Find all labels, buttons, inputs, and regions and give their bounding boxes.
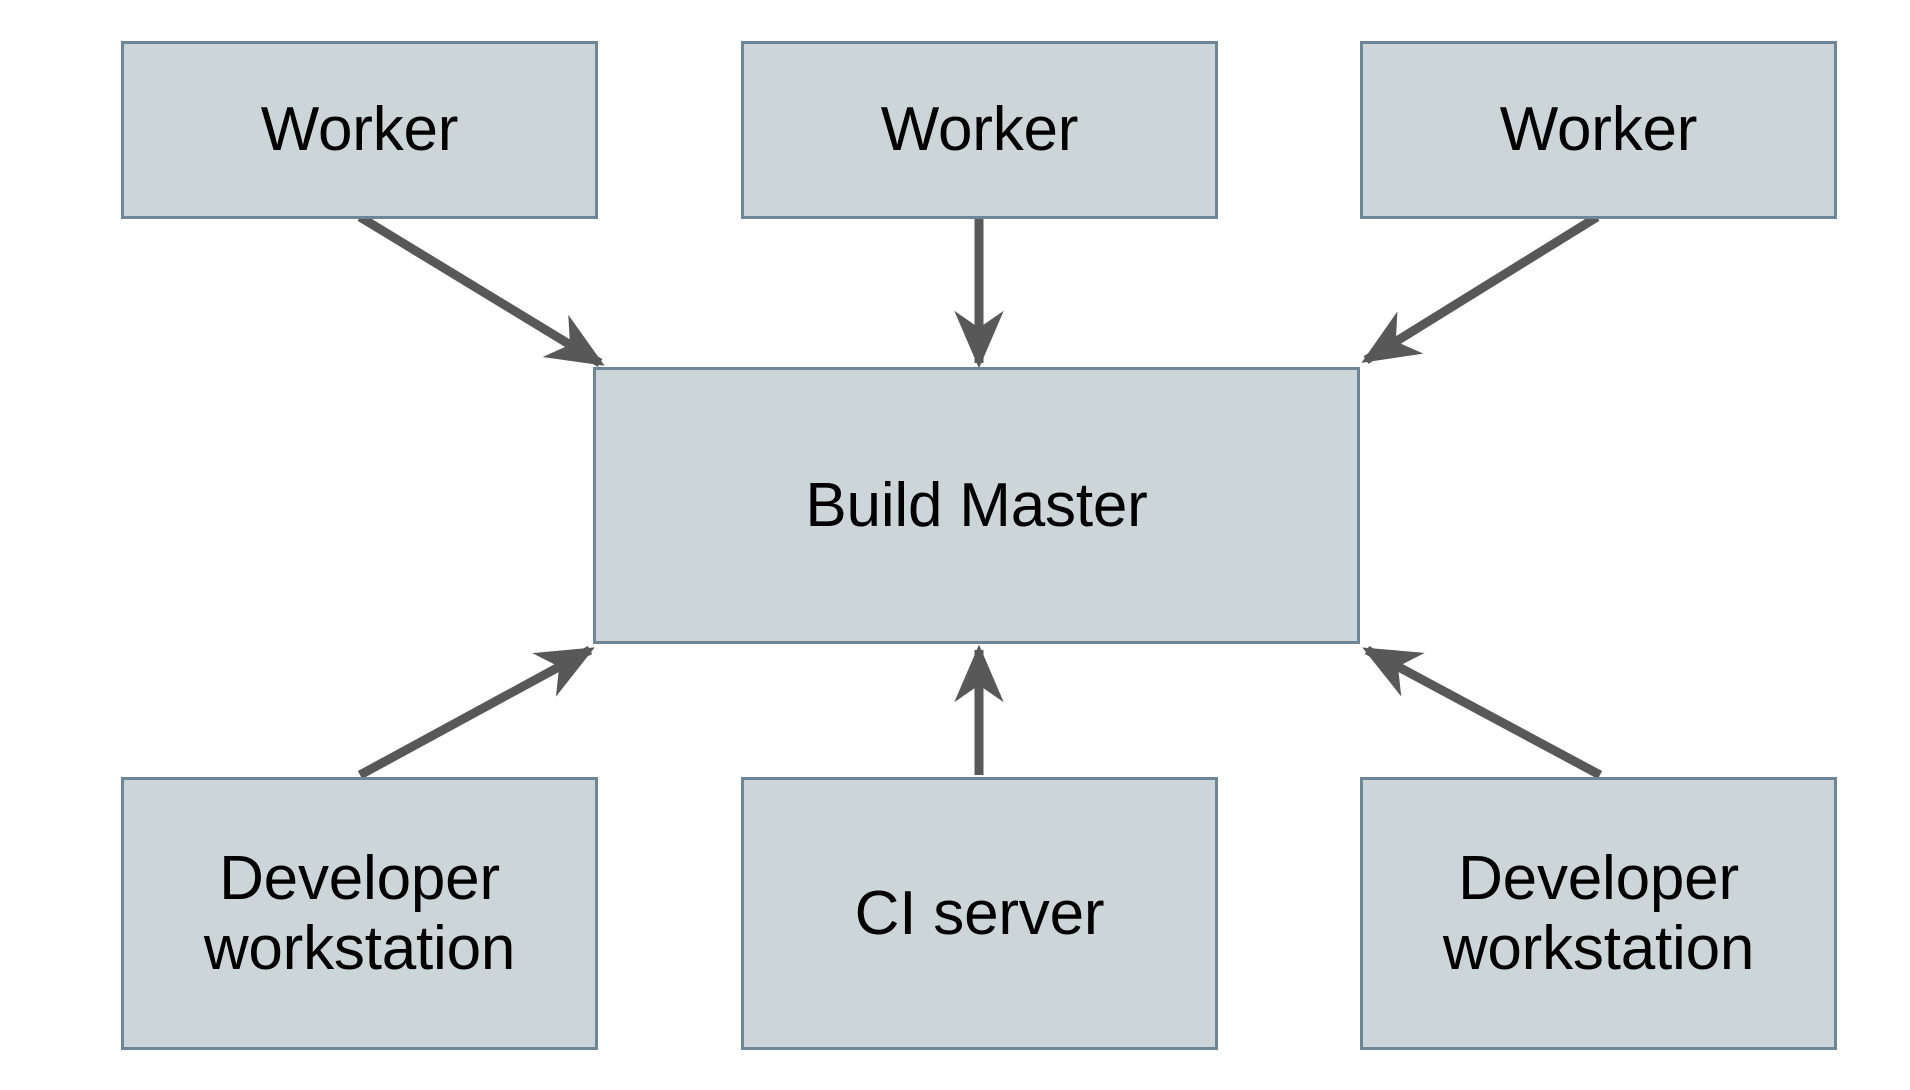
node-label: Build Master xyxy=(805,470,1148,540)
node-label: Developer workstation xyxy=(1442,844,1755,983)
node-label: CI server xyxy=(854,878,1105,948)
node-developer-workstation-left[interactable]: Developer workstation xyxy=(121,777,598,1050)
edge-group xyxy=(357,213,1603,779)
node-worker-1[interactable]: Worker xyxy=(121,41,598,219)
node-worker-2[interactable]: Worker xyxy=(741,41,1218,219)
edge-worker-1-to-master xyxy=(357,213,605,367)
node-ci-server[interactable]: CI server xyxy=(741,777,1218,1050)
node-label: Worker xyxy=(260,95,459,165)
edge-dev-right-to-master xyxy=(1362,646,1603,779)
node-label: Worker xyxy=(880,95,1079,165)
edge-dev-left-to-master xyxy=(357,646,595,779)
node-label: Developer workstation xyxy=(203,844,516,983)
node-build-master[interactable]: Build Master xyxy=(593,367,1360,644)
node-worker-3[interactable]: Worker xyxy=(1360,41,1837,219)
node-developer-workstation-right[interactable]: Developer workstation xyxy=(1360,777,1837,1050)
edge-worker-3-to-master xyxy=(1361,213,1600,364)
node-label: Worker xyxy=(1499,95,1698,165)
